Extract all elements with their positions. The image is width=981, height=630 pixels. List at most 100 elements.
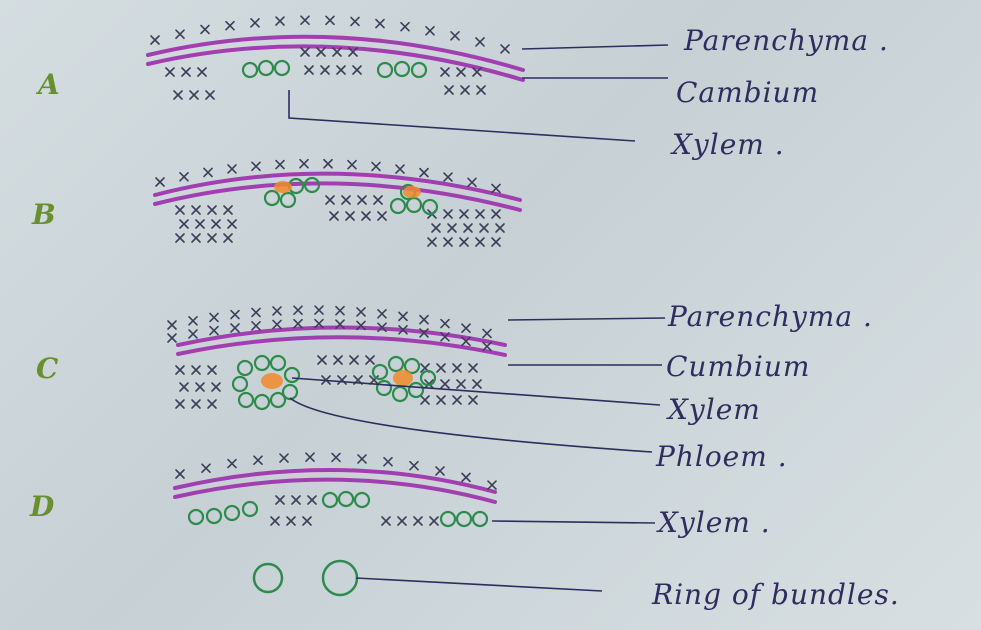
parenchyma-cross: [468, 178, 476, 186]
bundle-circle-large: [323, 561, 357, 595]
parenchyma-cross: [190, 91, 198, 99]
parenchyma-cross: [476, 38, 484, 46]
parenchyma-cross: [208, 400, 216, 408]
parenchyma-cross: [444, 238, 452, 246]
parenchyma-cross: [180, 173, 188, 181]
parenchyma-cross: [476, 210, 484, 218]
xylem-vessel: [412, 63, 426, 77]
xylem-vessel: [259, 61, 273, 75]
ring-of-bundles-circles: [254, 561, 357, 595]
parenchyma-cross: [326, 196, 334, 204]
parenchyma-crosses: [151, 16, 509, 525]
parenchyma-cross: [428, 238, 436, 246]
parenchyma-cross: [192, 400, 200, 408]
xylem-vessel: [393, 387, 407, 401]
parenchyma-cross: [228, 460, 236, 468]
parenchyma-cross: [348, 161, 356, 169]
parenchyma-cross: [358, 196, 366, 204]
parenchyma-cross: [176, 206, 184, 214]
parenchyma-cross: [196, 383, 204, 391]
leader-a-xylem: [289, 90, 635, 141]
parenchyma-cross: [182, 68, 190, 76]
xylem-vessel: [265, 191, 279, 205]
parenchyma-cross: [437, 364, 445, 372]
parenchyma-cross: [294, 306, 302, 314]
cambium-band-c-2: [178, 337, 505, 355]
parenchyma-cross: [271, 517, 279, 525]
xylem-vessel: [239, 393, 253, 407]
parenchyma-cross: [189, 317, 197, 325]
panel-tag-b: B: [32, 198, 56, 231]
xylem-vessel: [441, 512, 455, 526]
parenchyma-cross: [156, 178, 164, 186]
xylem-vessel: [391, 199, 405, 213]
xylem-vessel: [389, 357, 403, 371]
label-c-cambium: Cumbium: [666, 350, 810, 383]
parenchyma-cross: [252, 322, 260, 330]
parenchyma-cross: [210, 327, 218, 335]
parenchyma-cross: [483, 342, 491, 350]
parenchyma-cross: [366, 356, 374, 364]
parenchyma-cross: [326, 16, 334, 24]
parenchyma-cross: [480, 224, 488, 232]
phloem-patch-c-2: [393, 370, 413, 386]
parenchyma-cross: [252, 162, 260, 170]
label-d-xylem: Xylem .: [658, 506, 771, 539]
xylem-vessel: [407, 198, 421, 212]
xylem-vessel: [275, 61, 289, 75]
parenchyma-cross: [501, 45, 509, 53]
parenchyma-cross: [192, 206, 200, 214]
parenchyma-cross: [374, 196, 382, 204]
xylem-vessel: [281, 193, 295, 207]
panel-tag-a: A: [38, 68, 60, 101]
parenchyma-cross: [464, 224, 472, 232]
parenchyma-cross: [280, 454, 288, 462]
parenchyma-cross: [168, 321, 176, 329]
parenchyma-cross: [378, 310, 386, 318]
parenchyma-cross: [189, 330, 197, 338]
cambium-band-d-2: [175, 480, 495, 502]
xylem-vessel: [243, 63, 257, 77]
parenchyma-cross: [492, 210, 500, 218]
label-a-cambium: Cambium: [676, 76, 819, 109]
parenchyma-cross: [336, 307, 344, 315]
leader-c-phloem: [290, 398, 652, 452]
leader-ring: [356, 578, 602, 591]
parenchyma-cross: [492, 184, 500, 192]
parenchyma-cross: [276, 17, 284, 25]
parenchyma-cross: [228, 220, 236, 228]
leader-d-xylem: [492, 521, 655, 523]
parenchyma-cross: [301, 48, 309, 56]
phloem-patch-b-1: [274, 181, 292, 193]
parenchyma-cross: [192, 366, 200, 374]
parenchyma-cross: [483, 329, 491, 337]
parenchyma-cross: [334, 356, 342, 364]
parenchyma-cross: [453, 396, 461, 404]
xylem-vessel: [395, 62, 409, 76]
parenchyma-cross: [317, 48, 325, 56]
leader-a-parenchyma: [522, 45, 668, 49]
parenchyma-cross: [396, 165, 404, 173]
parenchyma-cross: [469, 364, 477, 372]
parenchyma-cross: [372, 162, 380, 170]
parenchyma-cross: [176, 30, 184, 38]
parenchyma-cross: [212, 220, 220, 228]
parenchyma-cross: [231, 311, 239, 319]
parenchyma-cross: [492, 238, 500, 246]
parenchyma-cross: [473, 380, 481, 388]
parenchyma-cross: [206, 91, 214, 99]
label-ring-of-bundles: Ring of bundles.: [652, 578, 900, 611]
parenchyma-cross: [273, 307, 281, 315]
parenchyma-cross: [401, 23, 409, 31]
leader-c-parenchyma: [508, 318, 665, 320]
parenchyma-cross: [208, 366, 216, 374]
parenchyma-cross: [208, 206, 216, 214]
parenchyma-cross: [201, 25, 209, 33]
xylem-vessel: [339, 492, 353, 506]
parenchyma-cross: [306, 453, 314, 461]
parenchyma-cross: [342, 196, 350, 204]
parenchyma-cross: [496, 224, 504, 232]
xylem-vessel: [323, 493, 337, 507]
parenchyma-cross: [477, 86, 485, 94]
parenchyma-cross: [441, 380, 449, 388]
